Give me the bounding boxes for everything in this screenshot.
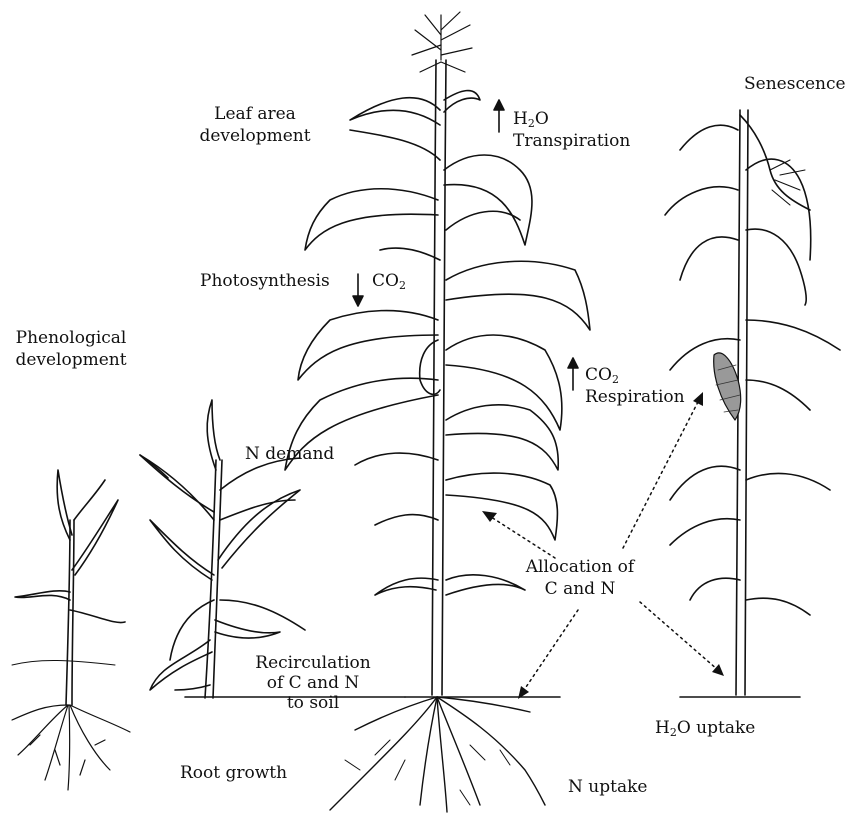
root-growth-label: Root growth [180, 762, 287, 784]
respiration-arrow [568, 358, 578, 390]
transpiration-arrow [494, 100, 504, 132]
respiration-label: CO2 Respiration [585, 364, 685, 408]
transpiration-label: H2O Transpiration [513, 108, 630, 152]
n-demand-label: N demand [245, 443, 334, 465]
seedling-plant [12, 470, 130, 790]
allocation-arrowhead-cob [693, 392, 703, 406]
leaf-area-label: Leaf area development [180, 103, 330, 147]
photosynthesis-label: Photosynthesis [200, 270, 330, 292]
allocation-label: Allocation of C and N [510, 556, 650, 600]
allocation-arrow-stem [640, 602, 718, 670]
senescence-label: Senescence [744, 73, 846, 95]
h2o-uptake-label: H2O uptake [655, 717, 755, 739]
photosynthesis-arrow [353, 274, 363, 306]
root-system [330, 697, 545, 812]
tassel [412, 12, 472, 72]
phenological-label: Phenological development [0, 327, 142, 371]
allocation-arrow-cob [623, 398, 700, 548]
corn-cob [714, 353, 741, 420]
n-uptake-label: N uptake [568, 776, 647, 798]
seedling-roots [12, 705, 130, 790]
allocation-arrowhead-leaf [482, 511, 497, 522]
senescent-plant [665, 110, 840, 695]
photosynthesis-co2-label: CO2 [372, 270, 406, 292]
allocation-arrow-root [522, 610, 578, 693]
recirculation-label: Recirculation of C and N to soil [238, 653, 388, 713]
